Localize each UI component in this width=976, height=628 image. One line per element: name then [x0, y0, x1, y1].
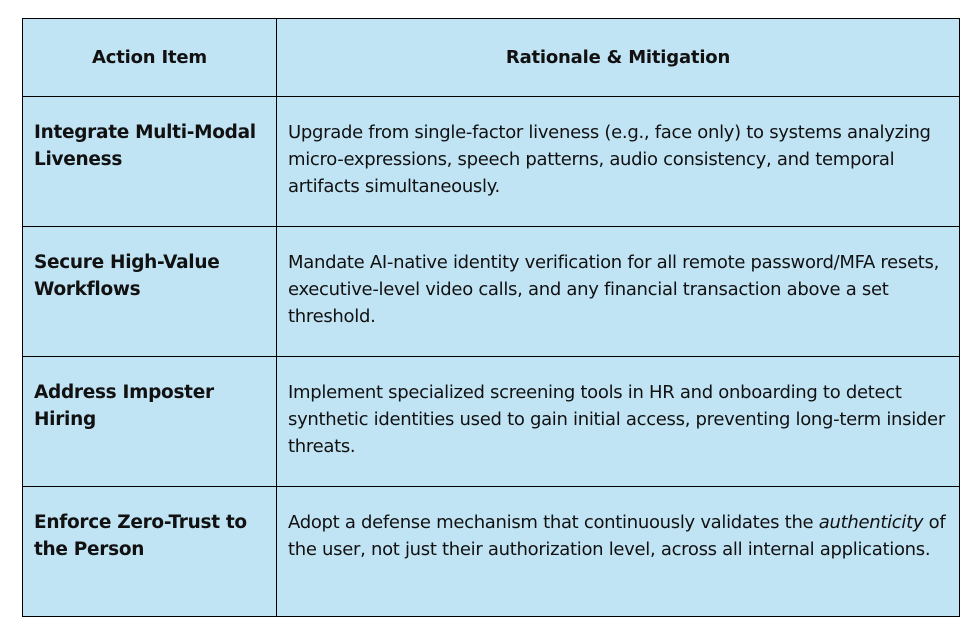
rationale-cell: Implement specialized screening tools in…	[276, 356, 960, 487]
rationale-cell: Adopt a defense mechanism that continuou…	[276, 486, 960, 617]
action-cell: Integrate Multi-Modal Liveness	[22, 96, 277, 227]
header-row: Action Item Rationale & Mitigation	[22, 18, 960, 97]
action-cell: Enforce Zero-Trust to the Person	[22, 486, 277, 617]
table-row: Address Imposter Hiring Implement specia…	[22, 356, 960, 487]
rationale-cell: Mandate AI-native identity verification …	[276, 226, 960, 357]
rationale-cell: Upgrade from single-factor liveness (e.g…	[276, 96, 960, 227]
table-row: Secure High-Value Workflows Mandate AI-n…	[22, 226, 960, 357]
rationale-text-post: of the user, not just their authorizatio…	[288, 512, 946, 560]
table-row: Enforce Zero-Trust to the Person Adopt a…	[22, 486, 960, 617]
action-items-table: Action Item Rationale & Mitigation Integ…	[22, 18, 960, 617]
header-rationale: Rationale & Mitigation	[276, 18, 960, 97]
table-row: Integrate Multi-Modal Liveness Upgrade f…	[22, 96, 960, 227]
rationale-text-pre: Adopt a defense mechanism that continuou…	[288, 512, 819, 533]
action-cell: Address Imposter Hiring	[22, 356, 277, 487]
header-action-item: Action Item	[22, 18, 277, 97]
rationale-emphasis: authenticity	[818, 512, 924, 533]
action-cell: Secure High-Value Workflows	[22, 226, 277, 357]
